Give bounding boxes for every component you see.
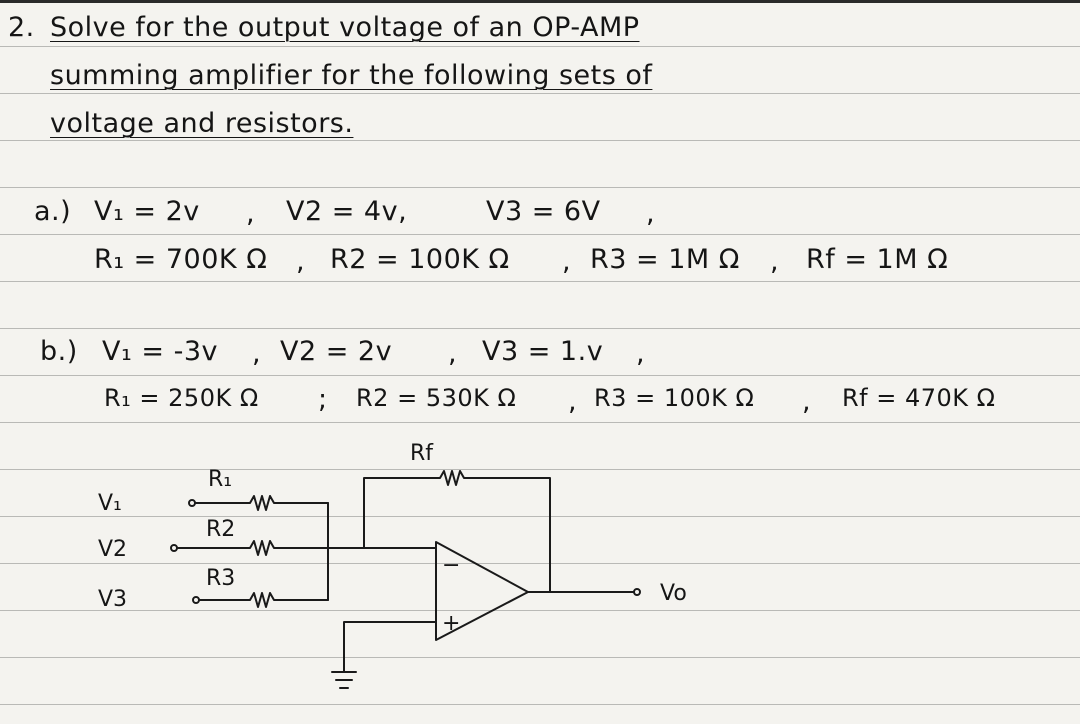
r2-label: R2 <box>206 517 235 542</box>
r1-label: R₁ <box>208 467 232 492</box>
part-b-label: b.) <box>40 336 78 367</box>
question-line-1: Solve for the output voltage of an OP-AM… <box>50 12 640 43</box>
part-b-comma-4: , <box>568 386 578 417</box>
part-b-r3: R3 = 100K Ω <box>594 384 755 412</box>
vo-terminal <box>633 588 641 596</box>
question-line-2: summing amplifier for the following sets… <box>50 60 653 91</box>
part-b-semicolon: ; <box>318 384 328 415</box>
question-number: 2. <box>8 12 35 43</box>
ground-icon <box>331 671 357 689</box>
top-border <box>0 0 1080 3</box>
part-a-comma-1: , <box>246 198 256 229</box>
part-b-v1: V₁ = -3v <box>102 336 218 367</box>
r3-resistor <box>198 592 329 608</box>
rf-label: Rf <box>410 441 434 466</box>
part-b-v3: V3 = 1.v <box>482 336 604 367</box>
op-amp-triangle <box>435 541 529 641</box>
ground-wire <box>343 621 437 673</box>
part-a-label: a.) <box>34 196 72 227</box>
v2-label: V2 <box>98 537 127 562</box>
v3-label: V3 <box>98 587 127 612</box>
part-b-comma-3: , <box>636 338 646 369</box>
part-a-v2: V2 = 4v, <box>286 196 408 227</box>
part-a-v1: V₁ = 2v <box>94 196 200 227</box>
part-a-comma-5: , <box>770 246 780 277</box>
part-a-comma-4: , <box>562 246 572 277</box>
v1-label: V₁ <box>98 491 122 516</box>
part-a-comma-2: , <box>646 198 656 229</box>
part-b-r2: R2 = 530K Ω <box>356 384 517 412</box>
r3-label: R3 <box>206 566 235 591</box>
part-a-r2: R2 = 100K Ω <box>330 244 510 275</box>
part-b-rf: Rf = 470K Ω <box>842 384 996 412</box>
part-b-comma-5: , <box>802 386 812 417</box>
part-a-r1: R₁ = 700K Ω <box>94 244 268 275</box>
non-inverting-sign: + <box>442 611 460 636</box>
r1-resistor <box>194 495 329 511</box>
part-a-r3: R3 = 1M Ω <box>590 244 740 275</box>
question-line-3: voltage and resistors. <box>50 108 354 139</box>
part-a-v3: V3 = 6V <box>486 196 601 227</box>
r2-resistor <box>176 540 341 556</box>
part-b-comma-1: , <box>252 338 262 369</box>
vo-label: Vo <box>660 581 687 606</box>
part-a-comma-3: , <box>296 246 306 277</box>
part-b-r1: R₁ = 250K Ω <box>104 384 259 412</box>
part-b-comma-2: , <box>448 338 458 369</box>
part-b-v2: V2 = 2v <box>280 336 393 367</box>
inverting-sign: − <box>442 553 460 578</box>
part-a-rf: Rf = 1M Ω <box>806 244 949 275</box>
rf-resistor <box>363 470 551 593</box>
